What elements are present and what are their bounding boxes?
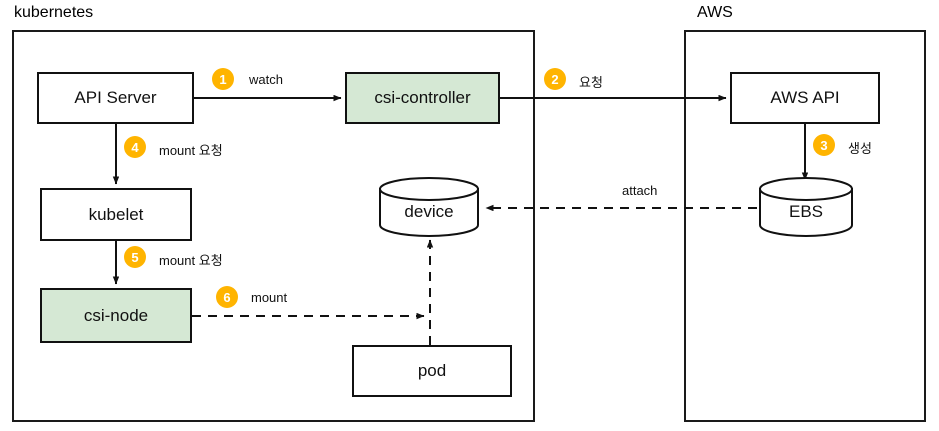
zone-label-aws: AWS (697, 4, 733, 21)
node-csi-controller[interactable]: csi-controller (345, 72, 500, 124)
step-label-5: mount 요청 (159, 253, 223, 268)
node-pod[interactable]: pod (352, 345, 512, 397)
step-badge-6: 6 (216, 286, 238, 308)
edge-label-attach: attach (622, 183, 658, 198)
node-csi-node[interactable]: csi-node (40, 288, 192, 343)
step-label-2: 요청 (579, 75, 603, 90)
step-label-6: mount (251, 290, 288, 305)
step-badge-2: 2 (544, 68, 566, 90)
step-badge-4: 4 (124, 136, 146, 158)
zone-box-kubernetes (12, 30, 535, 422)
node-csi-controller-label: csi-controller (374, 88, 471, 107)
node-api-server-label: API Server (74, 88, 157, 107)
ebs-cylinder (759, 177, 853, 237)
node-kubelet-label: kubelet (88, 204, 144, 224)
node-kubelet[interactable]: kubelet (40, 188, 192, 241)
node-pod-label: pod (417, 361, 447, 380)
node-aws-api-label: AWS API (770, 88, 840, 107)
device-cylinder (379, 177, 479, 237)
step-badge-3: 3 (813, 134, 835, 156)
step-label-4: mount 요청 (159, 143, 223, 158)
node-api-server[interactable]: API Server (37, 72, 194, 124)
step-badge-5: 5 (124, 246, 146, 268)
step-label-3: 생성 (848, 141, 872, 156)
zone-box-aws (684, 30, 926, 422)
zone-label-kubernetes: kubernetes (14, 4, 94, 21)
node-csi-node-label: csi-node (83, 305, 149, 325)
step-badge-1: 1 (212, 68, 234, 90)
step-label-1: watch (249, 72, 283, 87)
node-aws-api[interactable]: AWS API (730, 72, 880, 124)
